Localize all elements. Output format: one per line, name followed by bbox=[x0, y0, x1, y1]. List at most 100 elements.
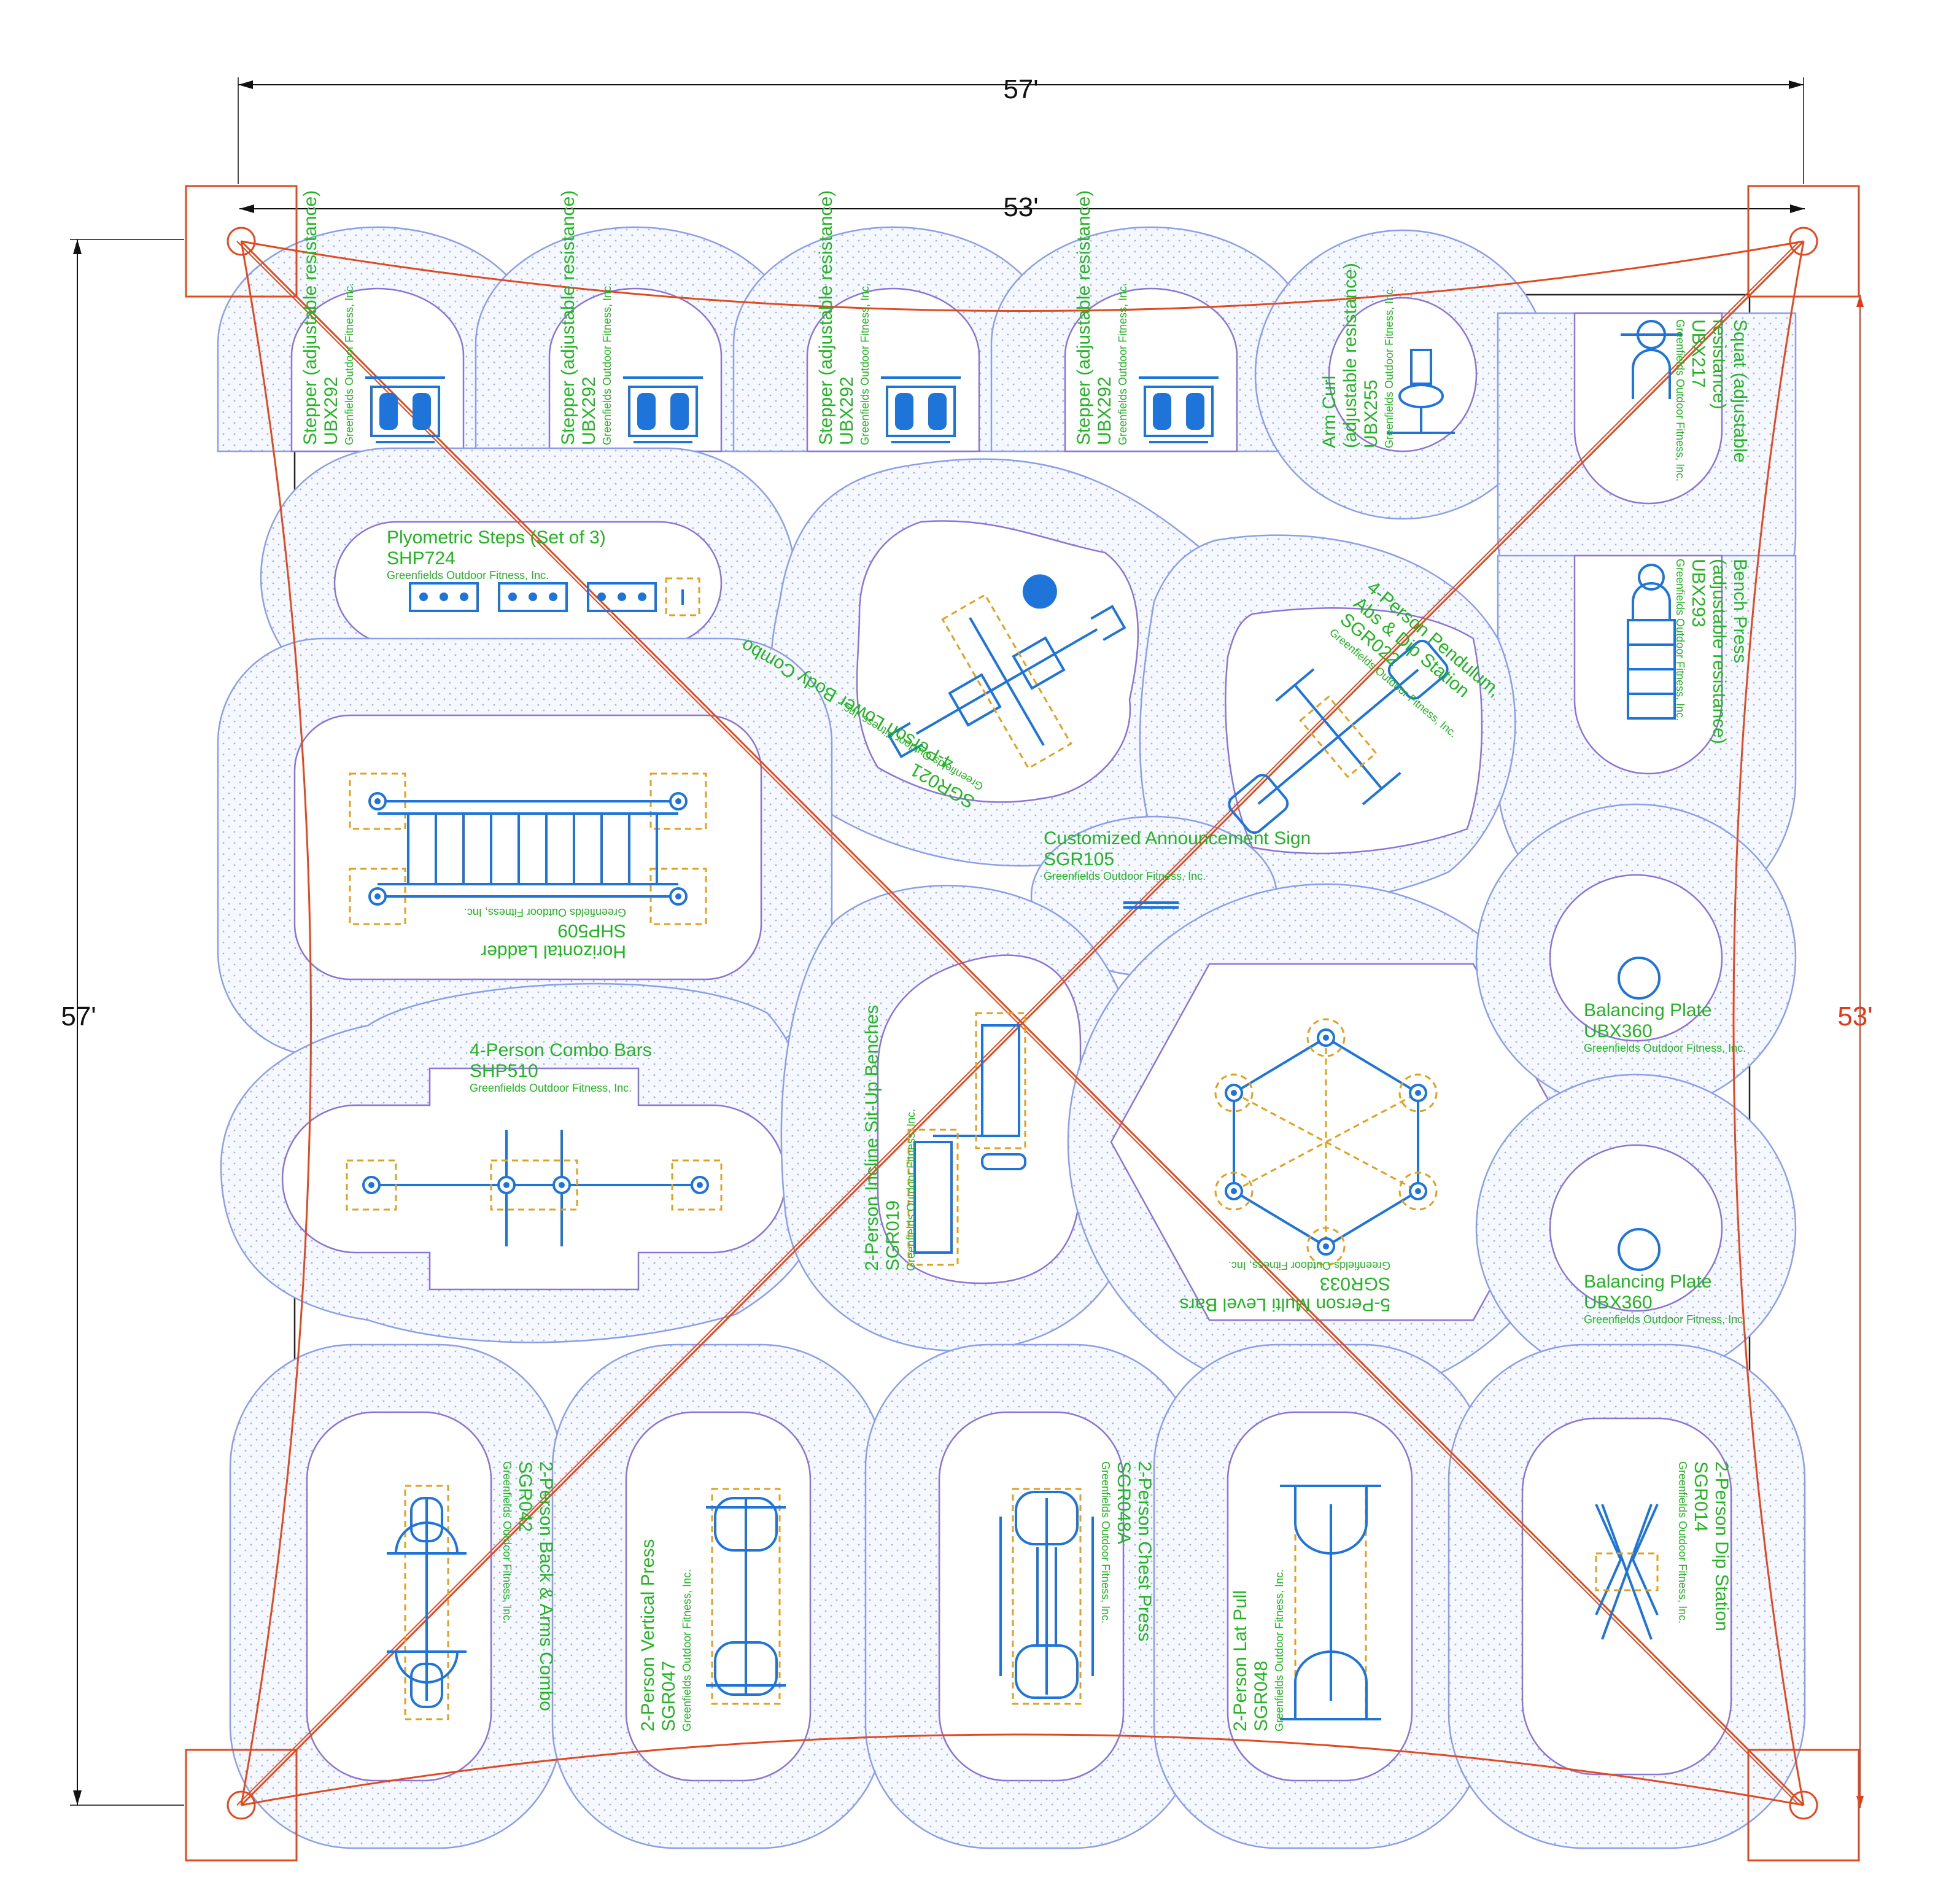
svg-text:Stepper (adjustable resistance: Stepper (adjustable resistance) bbox=[816, 190, 836, 445]
lat-pull-icon bbox=[1280, 1485, 1381, 1720]
balancing-plate-icon bbox=[1618, 957, 1661, 1271]
svg-text:Balancing Plate: Balancing Plate bbox=[1584, 1272, 1711, 1292]
shade-structure bbox=[185, 185, 1860, 1862]
svg-text:2-Person Incline Sit-Up Benche: 2-Person Incline Sit-Up Benches bbox=[862, 1004, 882, 1271]
label-chest-press: 2-Person Chest Press SGR048A Greenfields… bbox=[1099, 1461, 1155, 1641]
svg-text:SGR048: SGR048 bbox=[1251, 1661, 1271, 1731]
label-arm-curl: Arm Curl (adjustable resistance) UBX255 … bbox=[1319, 263, 1395, 448]
svg-text:Greenfields Outdoor Fitness, I: Greenfields Outdoor Fitness, Inc. bbox=[501, 1461, 513, 1623]
svg-text:Greenfields Outdoor Fitness, I: Greenfields Outdoor Fitness, Inc. bbox=[1674, 319, 1686, 481]
svg-text:UBX293: UBX293 bbox=[1688, 559, 1708, 628]
svg-text:UBX360: UBX360 bbox=[1584, 1292, 1653, 1313]
label-balancing-plate-1: Balancing Plate UBX360 Greenfields Outdo… bbox=[1584, 1000, 1746, 1054]
svg-text:2-Person Back & Arms Combo: 2-Person Back & Arms Combo bbox=[536, 1461, 556, 1711]
svg-text:Greenfields Outdoor Fitness, I: Greenfields Outdoor Fitness, Inc. bbox=[470, 1082, 632, 1094]
svg-text:(adjustable resistance): (adjustable resistance) bbox=[1709, 559, 1729, 744]
multi-level-bars-icon bbox=[1214, 1018, 1438, 1266]
svg-text:Greenfields Outdoor Fitness, I: Greenfields Outdoor Fitness, Inc. bbox=[601, 283, 613, 445]
incline-situp-benches-icon bbox=[907, 1012, 1026, 1266]
svg-text:resistance): resistance) bbox=[1709, 319, 1729, 410]
svg-text:UBX292: UBX292 bbox=[321, 376, 341, 445]
svg-text:Greenfields Outdoor Fitness, I: Greenfields Outdoor Fitness, Inc. bbox=[1676, 1461, 1689, 1623]
svg-text:Plyometric Steps (Set of 3): Plyometric Steps (Set of 3) bbox=[387, 527, 606, 548]
svg-text:4-Person Combo Bars: 4-Person Combo Bars bbox=[470, 1040, 652, 1060]
svg-text:Greenfields Outdoor Fitness, I: Greenfields Outdoor Fitness, Inc. bbox=[464, 906, 626, 919]
svg-text:UBX360: UBX360 bbox=[1584, 1021, 1653, 1041]
svg-text:SGR042: SGR042 bbox=[515, 1461, 535, 1532]
svg-text:Greenfields Outdoor Fitness, I: Greenfields Outdoor Fitness, Inc. bbox=[1273, 1569, 1285, 1731]
announcement-sign-icon bbox=[1123, 901, 1179, 909]
svg-text:SGR047: SGR047 bbox=[659, 1661, 679, 1731]
svg-text:Greenfields Outdoor Fitness, I: Greenfields Outdoor Fitness, Inc. bbox=[859, 283, 871, 445]
plyometric-steps-icon bbox=[409, 577, 700, 616]
label-incline-situp-benches: 2-Person Incline Sit-Up Benches SGR019 G… bbox=[862, 1004, 917, 1271]
dimension-top-outer: 57' bbox=[1003, 74, 1038, 104]
svg-text:Greenfields Outdoor Fitness, I: Greenfields Outdoor Fitness, Inc. bbox=[681, 1569, 693, 1731]
svg-text:Squat (adjustable: Squat (adjustable bbox=[1730, 319, 1750, 463]
label-multi-level-bars: 5-Person Multi Level Bars SGR033 Greenfi… bbox=[1180, 1259, 1390, 1315]
svg-text:Greenfields Outdoor Fitness, I: Greenfields Outdoor Fitness, Inc. bbox=[1674, 559, 1686, 721]
stepper-icon bbox=[365, 376, 1219, 443]
label-squat: Squat (adjustable resistance) UBX217 Gre… bbox=[1674, 319, 1750, 481]
svg-text:SHP509: SHP509 bbox=[557, 920, 626, 941]
label-stepper-2: Stepper (adjustable resistance) UBX292 G… bbox=[558, 190, 613, 445]
horizontal-ladder-icon bbox=[349, 772, 707, 925]
label-stepper-3: Stepper (adjustable resistance) UBX292 G… bbox=[816, 190, 871, 445]
svg-text:UBX255: UBX255 bbox=[1361, 379, 1381, 448]
vertical-press-icon bbox=[706, 1488, 786, 1705]
svg-text:SHP724: SHP724 bbox=[387, 548, 455, 569]
chest-press-icon bbox=[999, 1488, 1094, 1705]
svg-text:UBX292: UBX292 bbox=[837, 376, 857, 445]
dimension-left: 57' bbox=[61, 1001, 96, 1032]
label-bench-press: Bench Press (adjustable resistance) UBX2… bbox=[1674, 559, 1750, 744]
svg-text:SGR019: SGR019 bbox=[883, 1200, 903, 1271]
svg-text:5-Person Multi Level Bars: 5-Person Multi Level Bars bbox=[1180, 1294, 1390, 1315]
svg-text:SGR048A: SGR048A bbox=[1114, 1461, 1134, 1544]
label-announcement-sign: Customized Announcement Sign SGR105 Gree… bbox=[1044, 828, 1311, 882]
label-vertical-press: 2-Person Vertical Press SGR047 Greenfiel… bbox=[638, 1539, 693, 1731]
dimension-lines bbox=[70, 77, 1864, 1808]
svg-text:Stepper (adjustable resistance: Stepper (adjustable resistance) bbox=[1074, 190, 1094, 445]
svg-text:Greenfields Outdoor Fitness, I: Greenfields Outdoor Fitness, Inc. bbox=[1228, 1259, 1390, 1272]
svg-text:UBX292: UBX292 bbox=[1095, 376, 1115, 445]
svg-text:SGR033: SGR033 bbox=[1320, 1273, 1390, 1294]
label-combo-bars: 4-Person Combo Bars SHP510 Greenfields O… bbox=[470, 1040, 652, 1094]
svg-text:UBX292: UBX292 bbox=[579, 376, 599, 445]
svg-text:Balancing Plate: Balancing Plate bbox=[1584, 1000, 1711, 1020]
back-arms-combo-icon bbox=[387, 1485, 467, 1720]
label-stepper-4: Stepper (adjustable resistance) UBX292 G… bbox=[1074, 190, 1129, 445]
svg-text:Bench Press: Bench Press bbox=[1730, 559, 1750, 663]
svg-text:Greenfields Outdoor Fitness, I: Greenfields Outdoor Fitness, Inc. bbox=[1117, 283, 1129, 445]
svg-text:(adjustable resistance): (adjustable resistance) bbox=[1340, 263, 1360, 448]
svg-text:Greenfields Outdoor Fitness, I: Greenfields Outdoor Fitness, Inc. bbox=[387, 569, 549, 581]
svg-text:Arm Curl: Arm Curl bbox=[1319, 376, 1339, 448]
label-lat-pull: 2-Person Lat Pull SGR048 Greenfields Out… bbox=[1230, 1569, 1285, 1731]
svg-text:Greenfields Outdoor Fitness, I: Greenfields Outdoor Fitness, Inc. bbox=[1383, 286, 1395, 448]
lower-body-combo-icon bbox=[887, 574, 1126, 770]
label-plyometric-steps: Plyometric Steps (Set of 3) SHP724 Green… bbox=[387, 527, 606, 581]
svg-text:Stepper (adjustable resistance: Stepper (adjustable resistance) bbox=[300, 190, 320, 445]
svg-text:Stepper (adjustable resistance: Stepper (adjustable resistance) bbox=[558, 190, 578, 445]
svg-text:Horizontal Ladder: Horizontal Ladder bbox=[481, 941, 626, 962]
label-back-arms-combo: 2-Person Back & Arms Combo SGR042 Greenf… bbox=[501, 1461, 556, 1711]
dimension-top-inner: 53' bbox=[1003, 192, 1038, 222]
svg-text:2-Person Dip Station: 2-Person Dip Station bbox=[1711, 1461, 1732, 1631]
squat-icon bbox=[1621, 320, 1682, 399]
label-horizontal-ladder: Horizontal Ladder SHP509 Greenfields Out… bbox=[464, 906, 626, 962]
svg-text:Greenfields Outdoor Fitness, I: Greenfields Outdoor Fitness, Inc. bbox=[1099, 1461, 1112, 1623]
label-balancing-plate-2: Balancing Plate UBX360 Greenfields Outdo… bbox=[1584, 1272, 1746, 1326]
svg-text:2-Person Vertical Press: 2-Person Vertical Press bbox=[638, 1539, 658, 1731]
svg-text:SGR105: SGR105 bbox=[1044, 849, 1114, 869]
arm-curl-icon bbox=[1387, 349, 1455, 434]
dimension-right: 53' bbox=[1837, 1001, 1872, 1032]
svg-text:Greenfields Outdoor Fitness, I: Greenfields Outdoor Fitness, Inc. bbox=[1584, 1313, 1746, 1326]
bench-press-icon bbox=[1627, 564, 1676, 720]
svg-text:Greenfields Outdoor Fitness, I: Greenfields Outdoor Fitness, Inc. bbox=[1584, 1042, 1746, 1054]
use-zones bbox=[217, 226, 1806, 1849]
svg-text:Customized Announcement Sign: Customized Announcement Sign bbox=[1044, 828, 1311, 849]
svg-text:SGR014: SGR014 bbox=[1691, 1461, 1711, 1532]
label-dip-station: 2-Person Dip Station SGR014 Greenfields … bbox=[1676, 1461, 1732, 1631]
svg-text:2-Person Lat Pull: 2-Person Lat Pull bbox=[1230, 1590, 1250, 1731]
pendulum-abs-dip-icon bbox=[1228, 639, 1449, 834]
